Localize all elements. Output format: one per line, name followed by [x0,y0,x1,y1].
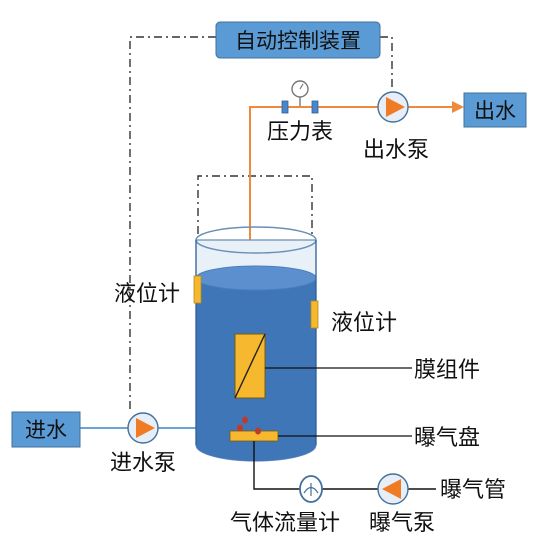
control-device-box: 自动控制装置 [215,21,381,59]
pressure-gauge-label: 压力表 [267,120,333,145]
aeration-pipe [253,441,300,490]
inlet-pump-label: 进水泵 [110,451,176,476]
inlet-water-label: 进水 [25,418,67,442]
inlet-water-box: 进水 [11,411,81,448]
aeration-pipe-label: 曝气管 [440,478,506,503]
level-gauge-right [310,300,319,329]
bubbles [237,416,261,435]
gas-flowmeter-icon [299,475,323,503]
outlet-pump-label: 出水泵 [363,138,429,163]
pressure-gauge-icon [281,80,319,114]
pump-icon [377,473,409,505]
outlet-water-label: 出水 [474,99,516,123]
level-gauge-left [193,275,202,304]
aeration-pump-label: 曝气泵 [369,511,435,536]
control-line-inlet-pump [129,36,216,412]
pump-icon [377,91,409,123]
control-line-outlet-pump [380,36,393,90]
membrane-module [234,333,266,399]
tank-water-surface [195,265,317,291]
aeration-disc [229,430,279,442]
control-device-label: 自动控制装置 [235,29,361,53]
level-gauge-left-label: 液位计 [114,282,180,307]
membrane-module-label: 膜组件 [414,358,480,383]
control-lines [129,36,393,412]
level-gauge-right-label: 液位计 [331,311,397,336]
pump-icon [127,412,159,444]
control-line-level-gauges [197,175,313,234]
aeration-disc-label: 曝气盘 [414,426,480,451]
gas-flowmeter-label: 气体流量计 [230,511,340,536]
outlet-water-box: 出水 [463,92,527,128]
